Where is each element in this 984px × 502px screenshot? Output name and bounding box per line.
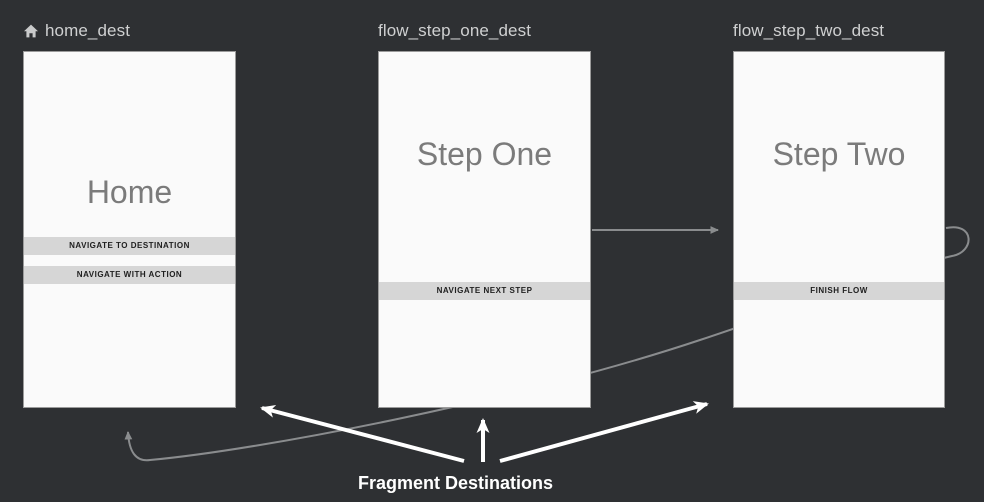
dest-label-home_dest[interactable]: home_dest <box>23 21 130 41</box>
destination-panel-home_dest[interactable]: Home NAVIGATE TO DESTINATION NAVIGATE WI… <box>23 51 236 408</box>
panel-title: Step Two <box>772 136 906 172</box>
dest-label-flow_step_two_dest[interactable]: flow_step_two_dest <box>733 21 884 41</box>
fragment-destinations-annotation: Fragment Destinations <box>358 473 554 493</box>
panel-title: Step One <box>416 136 553 172</box>
navigate-with-action-button[interactable]: NAVIGATE WITH ACTION <box>24 266 235 284</box>
navigate-to-destination-button[interactable]: NAVIGATE TO DESTINATION <box>24 237 235 255</box>
dest-label-text: flow_step_two_dest <box>733 21 885 40</box>
navigate-next-step-button[interactable]: NAVIGATE NEXT STEP <box>379 282 590 300</box>
dest-label-flow_step_one_dest[interactable]: flow_step_one_dest <box>378 21 531 41</box>
annotation-arrow-left <box>260 405 465 463</box>
annotation-arrow-right <box>499 401 709 463</box>
home-icon <box>23 23 39 39</box>
destination-panel-flow_step_two_dest[interactable]: Step Two FINISH FLOW <box>733 51 945 408</box>
dest-label-text: home_dest <box>45 21 131 40</box>
panel-title: Home <box>86 174 173 210</box>
destination-panel-flow_step_one_dest[interactable]: Step One NAVIGATE NEXT STEP <box>378 51 591 408</box>
dest-label-text: flow_step_one_dest <box>378 21 532 40</box>
finish-flow-button[interactable]: FINISH FLOW <box>734 282 944 300</box>
